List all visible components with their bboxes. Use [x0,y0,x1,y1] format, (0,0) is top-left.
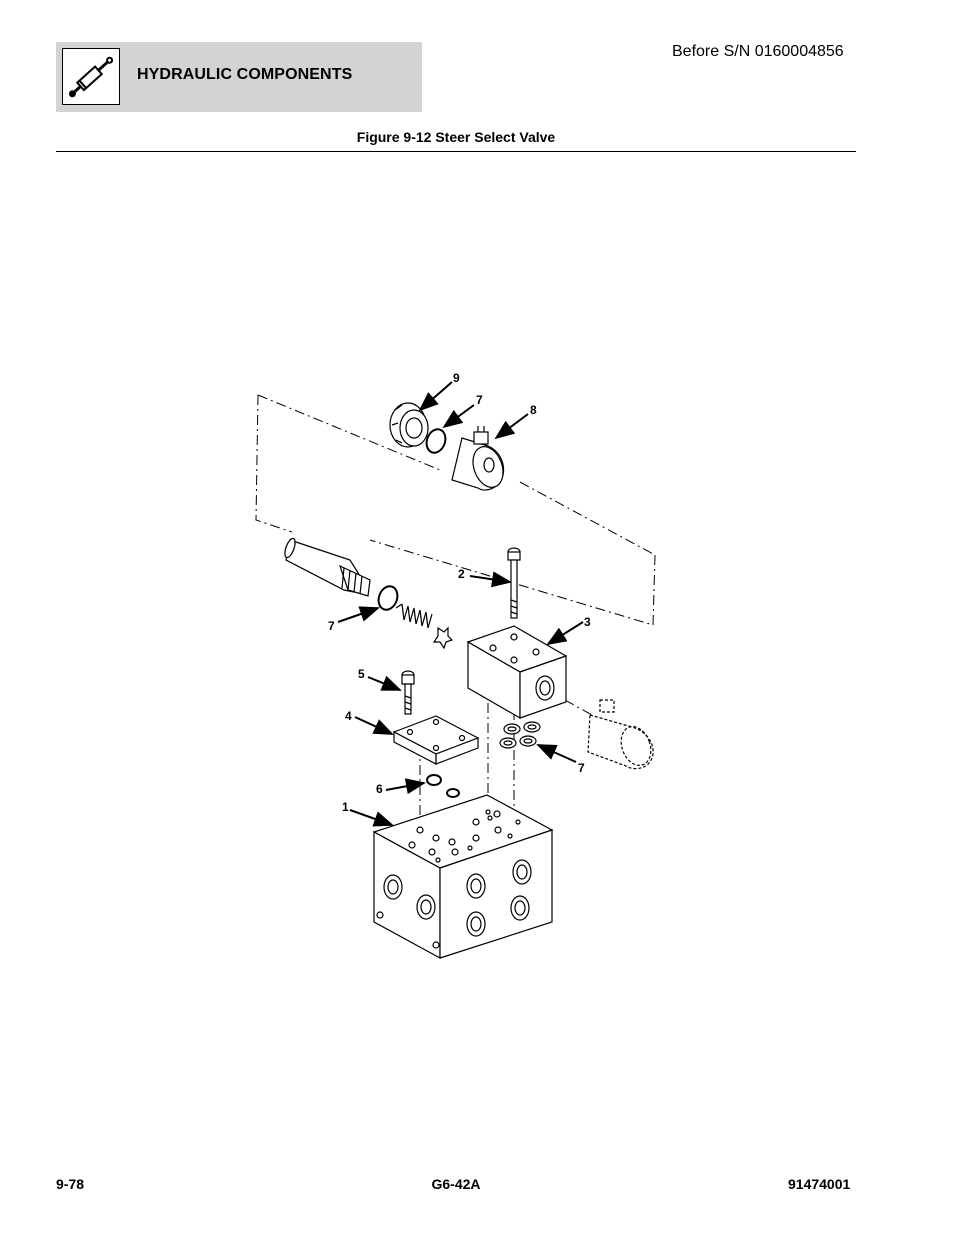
callout-7-right: 7 [578,761,585,775]
long-bolt [507,547,521,619]
callout-1: 1 [342,800,349,814]
coil-nut [389,402,429,448]
star-washer [432,626,454,650]
callout-6: 6 [376,782,383,796]
o-ring-top [425,428,447,454]
callout-3: 3 [584,615,591,629]
callout-8: 8 [530,403,537,417]
section-header: HYDRAULIC COMPONENTS [56,42,422,112]
o-ring-left [377,585,399,611]
model-number: G6-42A [431,1176,481,1192]
part-number: 91474001 [788,1176,851,1192]
cartridge-valve [284,537,371,597]
o-ring-washers [499,721,541,749]
spring [395,603,433,629]
solenoid-coil [451,426,505,491]
valve-block [466,625,568,720]
callout-9: 9 [453,371,460,385]
callout-5: 5 [358,667,365,681]
figure-title: Figure 9-12 Steer Select Valve [356,129,556,145]
serial-number-note: Before S/N 0160004856 [672,43,844,60]
header-rule [56,151,856,152]
phantom-solenoid [587,699,654,770]
callout-2: 2 [458,567,465,581]
short-bolt [401,670,415,715]
hydraulic-cylinder-icon [62,48,120,105]
page-number: 9-78 [56,1176,85,1192]
callout-7-left: 7 [328,619,335,633]
manifold-block [372,794,554,960]
section-title: HYDRAULIC COMPONENTS [137,66,353,83]
o-ring-plate-2 [446,788,460,798]
leader-arrows [337,381,584,827]
callout-4: 4 [345,709,352,723]
o-ring-plate [426,774,442,786]
callout-7-top: 7 [476,393,483,407]
cover-plate [392,715,480,765]
